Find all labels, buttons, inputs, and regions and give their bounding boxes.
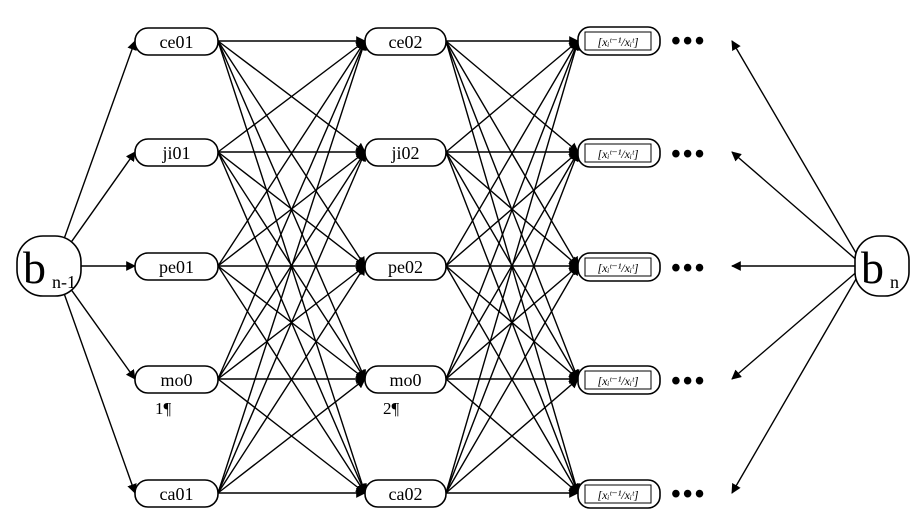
ellipsis-4: ••• <box>671 479 706 510</box>
right-terminal-subscript: n <box>890 272 899 292</box>
col2-node-4: ca02 <box>364 479 447 508</box>
col3-label-2: [xᵢᵗ⁻¹/xᵢᵗ] <box>597 261 638 275</box>
col1-node-4: ca01 <box>134 479 219 508</box>
edge-col2-2-to-col3-0 <box>445 40 579 267</box>
col3-label-1: [xᵢᵗ⁻¹/xᵢᵗ] <box>597 147 638 161</box>
edge-right-to-col3-3 <box>731 271 858 380</box>
col3-node-0: [xᵢᵗ⁻¹/xᵢᵗ] <box>577 26 661 56</box>
edge-right-to-col3-0 <box>731 40 858 256</box>
col2-label-3: mo0 <box>389 370 421 390</box>
col2-node-0: ce02 <box>364 27 447 56</box>
edge-left-to-col1-4 <box>63 293 137 494</box>
edge-col2-4-to-col3-3 <box>445 378 579 494</box>
edge-right-to-col3-1 <box>731 151 858 261</box>
col1-node-0: ce01 <box>134 27 219 56</box>
edge-col1-4-to-col2-1 <box>217 151 367 494</box>
col2-label-2: pe02 <box>388 257 423 277</box>
col3-node-4: [xᵢᵗ⁻¹/xᵢᵗ] <box>577 479 661 509</box>
col3-node-2: [xᵢᵗ⁻¹/xᵢᵗ] <box>577 252 661 282</box>
right-terminal-letter: b <box>861 242 884 293</box>
edge-col1-4-to-col2-3 <box>217 378 366 494</box>
col2-node-3: mo0 <box>364 365 447 394</box>
col2-label-4: ca02 <box>389 484 423 504</box>
left-terminal-subscript: n-1 <box>52 272 76 292</box>
col1-node-2: pe01 <box>134 252 219 281</box>
edge-left-to-col1-0 <box>63 40 137 240</box>
right-terminal-node: b n <box>854 235 910 297</box>
edge-right-to-col3-4 <box>731 276 858 494</box>
edge-col1-2-to-col2-0 <box>217 40 366 267</box>
edge-col2-3-to-col3-0 <box>445 40 580 380</box>
col2-node-1: ji02 <box>364 138 447 167</box>
left-terminal-letter: b <box>23 242 46 293</box>
edges-layer <box>63 36 858 498</box>
col2-label-1: ji02 <box>390 143 419 163</box>
col3-label-3: [xᵢᵗ⁻¹/xᵢᵗ] <box>597 374 638 388</box>
col3-label-0: [xᵢᵗ⁻¹/xᵢᵗ] <box>597 35 638 49</box>
edge-left-to-col1-3 <box>63 279 136 380</box>
col2-node-2: pe02 <box>364 252 447 281</box>
col1-label-2: pe01 <box>159 257 194 277</box>
col3-node-1: [xᵢᵗ⁻¹/xᵢᵗ] <box>577 138 661 168</box>
col1-label-4: ca01 <box>160 484 194 504</box>
col3-label-4: [xᵢᵗ⁻¹/xᵢᵗ] <box>597 488 638 502</box>
edge-col1-3-to-col2-0 <box>217 40 366 380</box>
col1-label-3: mo0 <box>160 370 192 390</box>
edge-col2-4-to-col3-1 <box>445 151 580 494</box>
col2-note: 2¶ <box>383 399 400 418</box>
col1-node-3: mo0 <box>134 365 219 394</box>
edge-left-to-col1-1 <box>63 151 136 253</box>
edge-col1-4-to-col2-0 <box>217 40 367 494</box>
edge-col1-1-to-col2-0 <box>217 40 366 153</box>
ellipsis-1: ••• <box>671 139 706 170</box>
left-terminal-node: b n-1 <box>16 235 82 297</box>
ellipsis-3: ••• <box>671 366 706 397</box>
edge-col2-4-to-col3-2 <box>445 265 579 494</box>
edge-col2-1-to-col3-0 <box>445 40 579 153</box>
ellipsis-0: ••• <box>671 26 706 57</box>
col1-label-1: ji01 <box>161 143 190 163</box>
ellipsis-2: ••• <box>671 253 706 284</box>
col1-note: 1¶ <box>155 399 172 418</box>
edge-col2-4-to-col3-0 <box>445 40 581 494</box>
col1-label-0: ce01 <box>160 32 194 52</box>
col2-label-0: ce02 <box>389 32 423 52</box>
col3-node-3: [xᵢᵗ⁻¹/xᵢᵗ] <box>577 365 661 395</box>
col1-node-1: ji01 <box>134 138 219 167</box>
edge-col1-4-to-col2-2 <box>217 265 366 494</box>
